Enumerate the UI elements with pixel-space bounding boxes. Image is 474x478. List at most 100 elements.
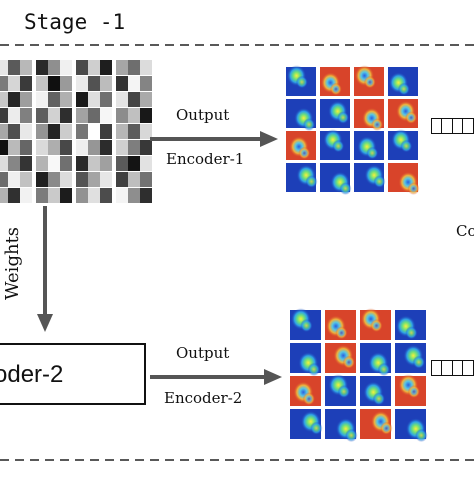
weight-cell [88, 140, 100, 155]
weight-cell [140, 172, 152, 187]
weight-cell [36, 108, 48, 123]
heatmap-grid-encoder-2 [290, 308, 428, 442]
weight-cell [76, 156, 88, 171]
vector-cell [462, 118, 474, 134]
feature-vector-2 [430, 360, 474, 376]
weight-cell [20, 124, 32, 139]
encoder-2-label: Encoder-2 [164, 389, 243, 407]
weight-cell [20, 172, 32, 187]
weight-cell [0, 140, 8, 155]
weight-cell [8, 76, 20, 91]
weight-cell [48, 156, 60, 171]
encoder-1-label: Encoder-1 [166, 150, 245, 168]
weight-cell [76, 124, 88, 139]
weight-cell [0, 172, 8, 187]
weight-cell [0, 188, 8, 203]
weight-cell [8, 92, 20, 107]
weight-cell [100, 76, 112, 91]
weight-cell [88, 60, 100, 75]
heatmap-tile [354, 99, 384, 131]
weight-cell [128, 188, 140, 203]
weight-cell [48, 124, 60, 139]
heatmap-tile [388, 99, 418, 128]
weight-cell [140, 188, 152, 203]
weight-cell [100, 92, 112, 107]
heatmap-tile [290, 308, 321, 340]
weight-cell [140, 108, 152, 123]
heatmap-tile [395, 343, 426, 373]
output-label-2: Output [176, 344, 230, 362]
weight-cell [116, 172, 128, 187]
weight-cell [36, 172, 48, 187]
weight-cell [88, 156, 100, 171]
heatmap-tile [290, 376, 321, 406]
weight-cell [128, 172, 140, 187]
heatmap-tile [354, 65, 384, 96]
weight-cell [8, 124, 20, 139]
heatmap-tile [354, 131, 384, 160]
heatmap-tile [388, 67, 418, 96]
weight-cell [0, 108, 8, 123]
weight-cell [8, 172, 20, 187]
heatmap-tile [320, 163, 352, 195]
heatmap-tile [325, 343, 356, 373]
weight-cell [76, 76, 88, 91]
weight-cell [128, 124, 140, 139]
weight-cell [60, 76, 72, 91]
weight-cell [36, 188, 48, 203]
weight-cell [128, 108, 140, 123]
weight-cell [100, 124, 112, 139]
heatmap-tile [320, 129, 350, 160]
weight-cell [116, 156, 128, 171]
output-label-1: Output [176, 106, 230, 124]
weight-cell [88, 172, 100, 187]
heatmap-tile [320, 99, 350, 128]
heatmap-tile [290, 343, 321, 376]
weight-cell [76, 172, 88, 187]
weight-cell [20, 140, 32, 155]
weight-cell [88, 124, 100, 139]
weight-cell [8, 60, 20, 75]
weight-cell [76, 140, 88, 155]
heatmap-tile [286, 99, 316, 131]
heatmap-tile [395, 374, 426, 406]
weight-cell [0, 156, 8, 171]
weight-cell [100, 140, 112, 155]
weight-cell [116, 76, 128, 91]
weight-cell [36, 124, 48, 139]
weight-cell [8, 140, 20, 155]
heatmap-tile [290, 409, 323, 439]
heatmap-tile [388, 163, 420, 195]
weight-cell [140, 92, 152, 107]
weight-cell [60, 188, 72, 203]
heatmap-tile [360, 376, 391, 406]
weights-label: Weights [2, 226, 23, 300]
weight-cell [0, 92, 8, 107]
weight-cell [140, 60, 152, 75]
heatmap-tile [286, 65, 316, 96]
weight-cell [128, 60, 140, 75]
heatmap-tile [395, 409, 428, 442]
weight-cell [20, 156, 32, 171]
weight-cell [60, 92, 72, 107]
weight-cell [100, 172, 112, 187]
weight-cell [100, 156, 112, 171]
weight-cell [88, 92, 100, 107]
weight-cell [128, 140, 140, 155]
arrow-weights-down [37, 206, 53, 332]
weight-matrix [0, 60, 152, 203]
weight-cell [140, 76, 152, 91]
heatmap-tile [388, 129, 418, 160]
weight-cell [8, 156, 20, 171]
heatmap-grid-encoder-1 [286, 65, 420, 195]
weight-cell [140, 124, 152, 139]
arrow-output-encoder-2 [150, 369, 282, 385]
weight-cell [128, 92, 140, 107]
weight-cell [100, 108, 112, 123]
encoder-2-box: oder-2 [0, 343, 146, 405]
weight-cell [36, 156, 48, 171]
weight-cell [116, 188, 128, 203]
weight-cell [88, 188, 100, 203]
